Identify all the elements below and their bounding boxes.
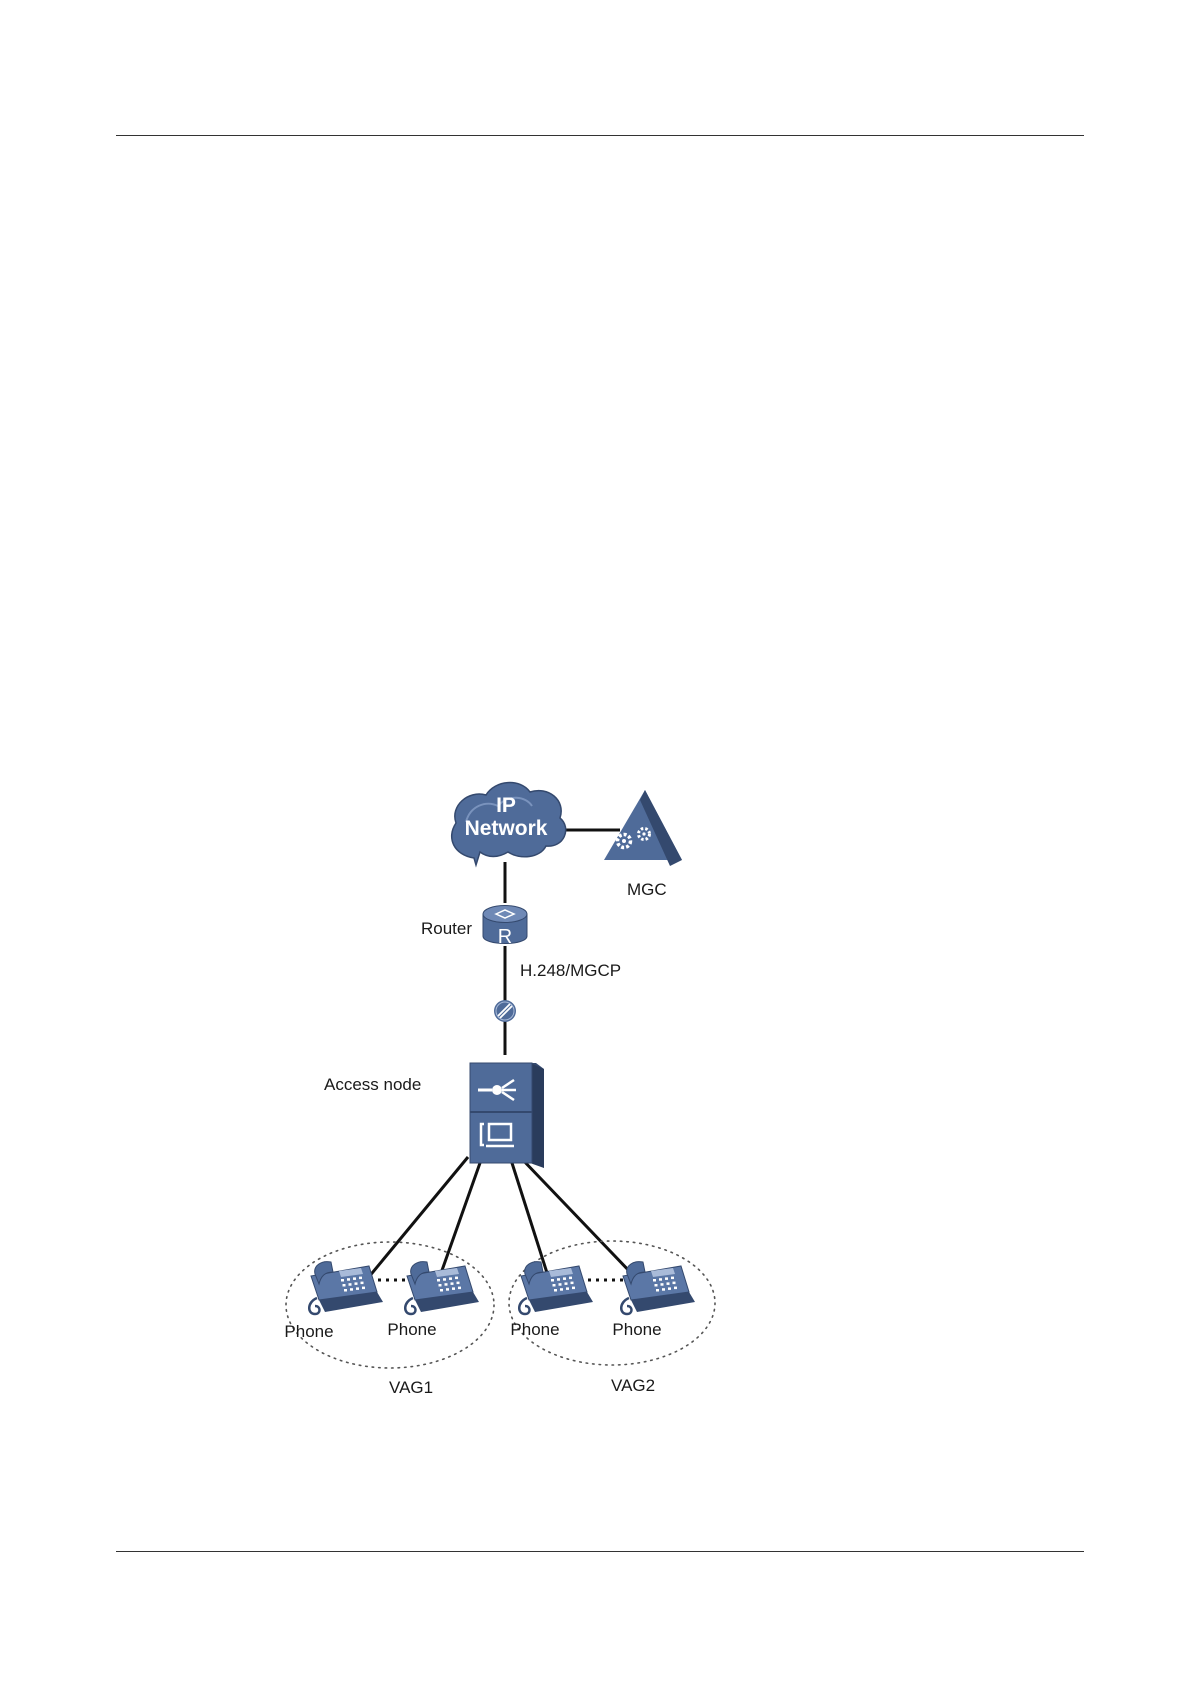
vag1-outline [286, 1242, 494, 1368]
router-icon: R [483, 906, 527, 949]
phone-label: Phone [284, 1322, 333, 1341]
phone-icon [519, 1262, 593, 1314]
access-node-icon [470, 1063, 544, 1168]
connections [368, 830, 634, 1278]
router-label: Router [421, 919, 472, 938]
mgc-icon [604, 790, 682, 866]
cloud-line2: Network [465, 817, 548, 840]
phone-label: Phone [387, 1320, 436, 1339]
vag2-label: VAG2 [611, 1376, 655, 1395]
phone-icon [309, 1262, 383, 1314]
connector-icon [494, 1000, 516, 1022]
phone-icon [621, 1262, 695, 1314]
vag1-label: VAG1 [389, 1378, 433, 1397]
phones: Phone Phone Phone Phone [284, 1262, 695, 1341]
link-access-phone2 [440, 1163, 480, 1276]
router-glyph: R [498, 926, 512, 948]
phone-label: Phone [510, 1320, 559, 1339]
access-node-label: Access node [324, 1075, 421, 1094]
phone-icon [405, 1262, 479, 1314]
protocol-label: H.248/MGCP [520, 961, 621, 980]
cloud-line1: IP [496, 794, 516, 817]
phone-label: Phone [612, 1320, 661, 1339]
link-access-phone4 [520, 1157, 634, 1276]
link-access-phone1 [368, 1157, 468, 1278]
mgc-label: MGC [627, 880, 667, 899]
ip-network-cloud-icon: IP Network [452, 783, 566, 865]
